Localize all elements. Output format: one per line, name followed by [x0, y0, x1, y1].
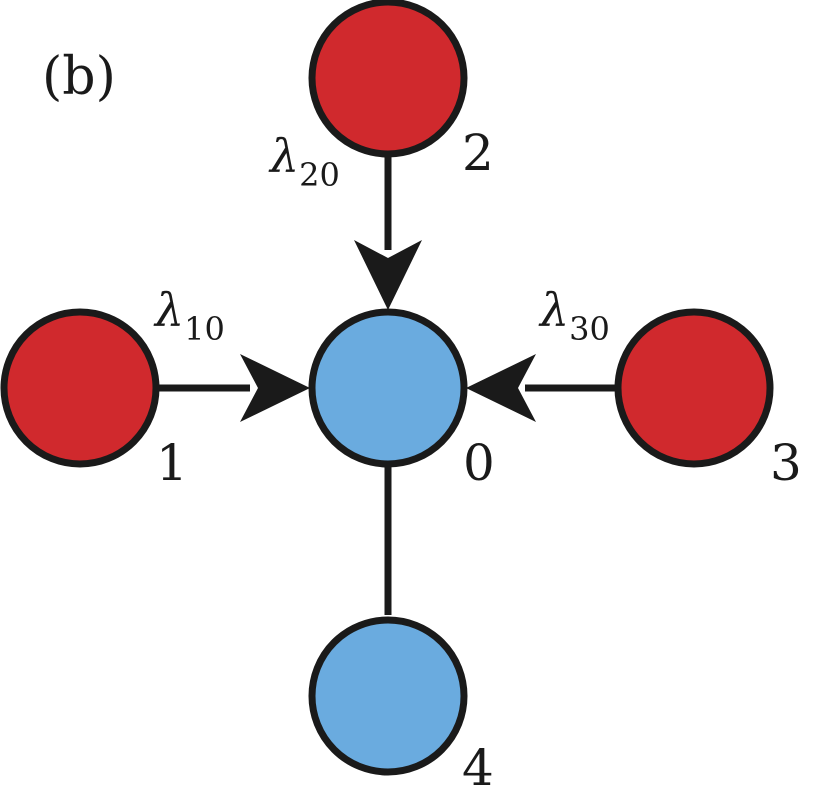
panel-label: (b)	[42, 47, 116, 107]
node-2	[308, 0, 468, 158]
subscript-20: 20	[299, 156, 340, 194]
subscript-30: 30	[569, 310, 610, 348]
edge-label-10: λ10	[153, 283, 225, 348]
node-label-3: 3	[770, 434, 802, 492]
node-label-2: 2	[462, 124, 494, 182]
node-label-4: 4	[462, 739, 494, 792]
node-4	[308, 616, 468, 776]
lambda-symbol-10: λ	[153, 283, 184, 337]
subscript-10: 10	[184, 310, 225, 348]
edge-label-30: λ30	[538, 283, 610, 348]
node-3	[614, 308, 774, 468]
node-label-1: 1	[156, 434, 188, 492]
node-1	[0, 308, 160, 468]
arrowhead-3-0	[466, 354, 536, 422]
lambda-symbol-20: λ	[268, 129, 299, 183]
arrowhead-1-0	[240, 354, 310, 422]
lambda-symbol-30: λ	[538, 283, 569, 337]
arrowhead-2-0	[354, 240, 422, 310]
edge-label-20: λ20	[268, 129, 340, 194]
node-0	[308, 308, 468, 468]
node-label-0: 0	[463, 434, 495, 492]
